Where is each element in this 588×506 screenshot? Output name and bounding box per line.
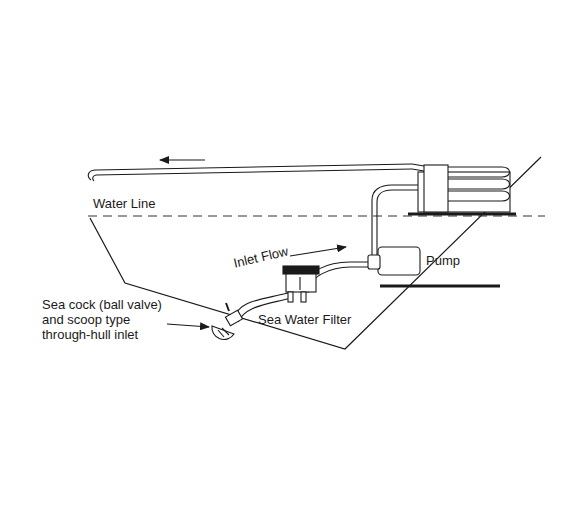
- flow-arrow: [160, 159, 205, 160]
- inlet-flow-label: Inlet Flow: [232, 243, 290, 270]
- outlet-hook: [88, 170, 96, 181]
- filter-lid: [283, 266, 319, 274]
- ac-shelf: [408, 213, 516, 216]
- discharge-hose: [88, 164, 412, 181]
- hose-line: [96, 169, 412, 175]
- ac-block: [424, 165, 448, 212]
- hose-line: [96, 164, 412, 170]
- filter-bowl: [286, 274, 316, 292]
- ac-unit: [412, 164, 510, 212]
- coil: [448, 191, 510, 201]
- filter-line: [299, 277, 300, 290]
- seacock-label: Sea cock (ball valve) and scoop type thr…: [42, 297, 180, 342]
- scoop: [212, 326, 234, 340]
- pump-body: [378, 247, 420, 275]
- valve-handle: [226, 303, 229, 311]
- hose-end: [412, 164, 424, 171]
- pump-symbol: [368, 247, 420, 275]
- pump-label: Pump: [426, 253, 460, 268]
- water-line-label: Water Line: [93, 196, 155, 211]
- water-line: [88, 216, 545, 217]
- pump-inlet: [368, 255, 380, 269]
- seacock-symbol: [212, 303, 243, 340]
- coil: [448, 179, 510, 189]
- hull-outline: [90, 157, 541, 349]
- pump-shelf: [380, 285, 500, 288]
- hose: [377, 190, 418, 255]
- scoop-slot: [218, 328, 229, 337]
- pointer-arrow: [167, 324, 209, 327]
- filter-symbol: [283, 266, 319, 302]
- filter-label: Sea Water Filter: [258, 312, 351, 327]
- hull-line: [90, 157, 541, 349]
- filter-port: [301, 292, 306, 302]
- hose: [372, 185, 418, 255]
- valve-body: [225, 310, 242, 326]
- inlet-arrow: [290, 247, 346, 256]
- coil: [448, 167, 510, 177]
- filter-port: [288, 292, 293, 302]
